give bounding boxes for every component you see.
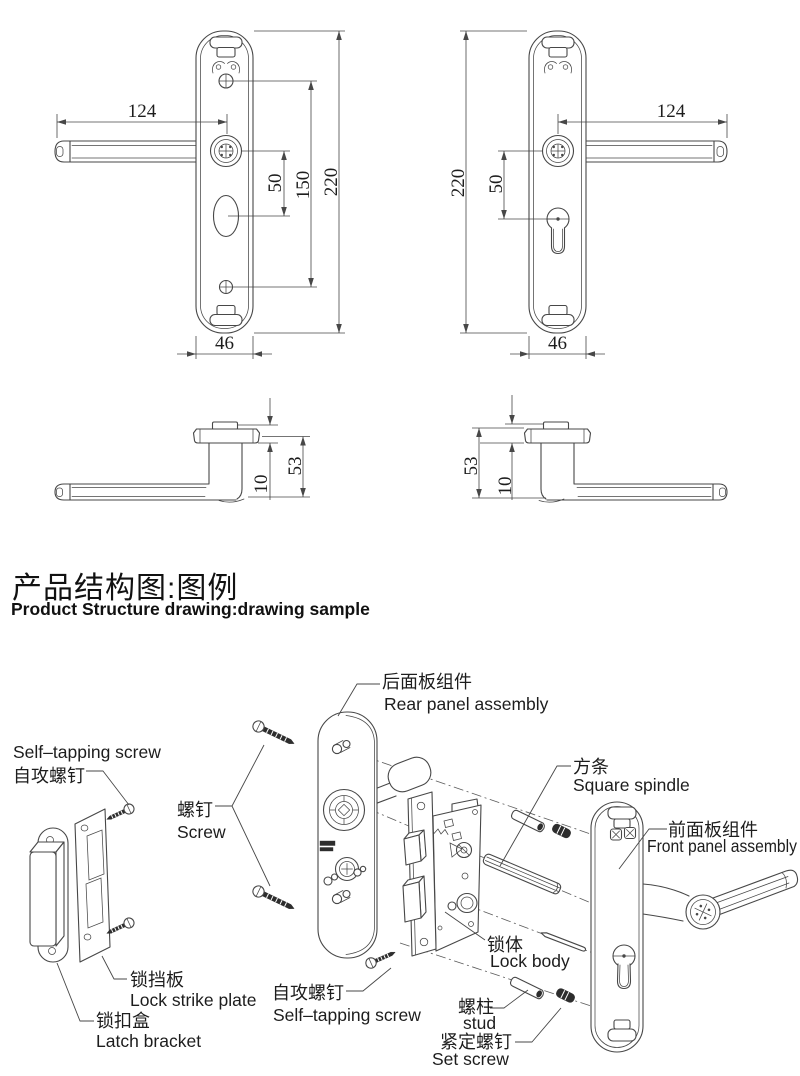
pin-rod xyxy=(540,932,587,952)
label-stud-zh: 螺柱 xyxy=(458,997,494,1017)
set-screw-top xyxy=(552,823,571,839)
label-lock-body-zh: 锁体 xyxy=(487,935,523,955)
front-view-right-plate xyxy=(528,30,728,334)
front-view-left-dimensions: 124 50 150 220 46 xyxy=(56,30,345,359)
label-lock-body-en: Lock body xyxy=(490,951,570,971)
dim-left-handle-to-oval: 50 xyxy=(265,174,286,193)
lock-body-part xyxy=(402,791,482,957)
label-self-tapping-screw-top-zh: 自攻螺钉 xyxy=(13,766,85,786)
self-tapping-screw-bottom xyxy=(365,951,396,969)
stud-top xyxy=(510,809,545,833)
label-lock-strike-plate-en: Lock strike plate xyxy=(130,990,256,1010)
dim-left-handle-length: 124 xyxy=(128,101,157,122)
dim-sideright-total-height: 53 xyxy=(461,457,482,476)
part-labels: 后面板组件 Rear panel assembly Self–tapping s… xyxy=(13,672,797,1069)
label-self-tapping-screw-bottom-en: Self–tapping screw xyxy=(273,1005,421,1025)
section-title-zh: 产品结构图:图例 xyxy=(12,572,238,605)
label-rear-panel-en: Rear panel assembly xyxy=(384,694,549,714)
dim-left-plate-height: 220 xyxy=(321,168,342,197)
label-screw-zh: 螺钉 xyxy=(177,800,213,820)
label-screw-en: Screw xyxy=(177,822,226,842)
rear-panel-assembly-part xyxy=(317,711,432,959)
dim-right-plate-width: 46 xyxy=(548,333,567,354)
self-tapping-screw-top xyxy=(106,803,135,820)
label-square-spindle-zh: 方条 xyxy=(573,757,609,777)
dim-sideleft-total-height: 53 xyxy=(285,457,306,476)
dim-right-plate-height: 220 xyxy=(448,169,469,198)
machine-screw-bottom xyxy=(252,885,295,909)
label-lock-strike-plate-zh: 锁挡板 xyxy=(130,970,184,990)
label-rear-panel-zh: 后面板组件 xyxy=(382,672,472,692)
front-view-right-dimensions: 124 220 50 46 xyxy=(448,30,728,359)
machine-screw-top xyxy=(252,720,295,744)
latch-bracket-part xyxy=(29,827,69,963)
label-latch-bracket-en: Latch bracket xyxy=(96,1031,201,1051)
lock-strike-plate-part xyxy=(74,808,111,963)
label-latch-bracket-zh: 锁扣盒 xyxy=(96,1011,150,1031)
exploded-view: 后面板组件 Rear panel assembly Self–tapping s… xyxy=(13,672,799,1069)
dim-left-screw-spacing: 150 xyxy=(293,171,314,200)
front-panel-assembly-part xyxy=(590,801,799,1053)
label-front-panel-zh: 前面板组件 xyxy=(668,820,758,840)
set-screw-bottom xyxy=(556,988,575,1003)
dim-right-handle-length: 124 xyxy=(657,101,686,122)
front-view-left-plate xyxy=(54,30,254,334)
section-title-en: Product Structure drawing:drawing sample xyxy=(11,599,370,619)
square-spindle-part xyxy=(482,853,562,895)
stud-bottom xyxy=(509,976,544,1000)
dim-sideleft-base-thickness: 10 xyxy=(251,475,272,494)
label-square-spindle-en: Square spindle xyxy=(573,775,690,795)
label-self-tapping-screw-bottom-zh: 自攻螺钉 xyxy=(272,983,344,1003)
label-set-screw-en: Set screw xyxy=(432,1049,509,1069)
label-stud-en: stud xyxy=(463,1013,496,1033)
side-view-left-handle: 10 53 xyxy=(54,398,310,503)
dim-sideright-base-thickness: 10 xyxy=(495,477,516,496)
dim-left-plate-width: 46 xyxy=(215,333,234,354)
label-front-panel-en: Front panel assembly xyxy=(647,836,797,856)
dim-right-handle-to-cylinder: 50 xyxy=(486,175,507,194)
self-tapping-screw-lower xyxy=(106,917,135,934)
label-set-screw-zh: 紧定螺钉 xyxy=(440,1032,512,1052)
label-self-tapping-screw-top-en: Self–tapping screw xyxy=(13,742,161,762)
leader-lines xyxy=(56,683,667,1043)
side-view-right-handle: 53 10 xyxy=(461,395,728,503)
section-title: 产品结构图:图例 Product Structure drawing:drawi… xyxy=(11,572,370,619)
